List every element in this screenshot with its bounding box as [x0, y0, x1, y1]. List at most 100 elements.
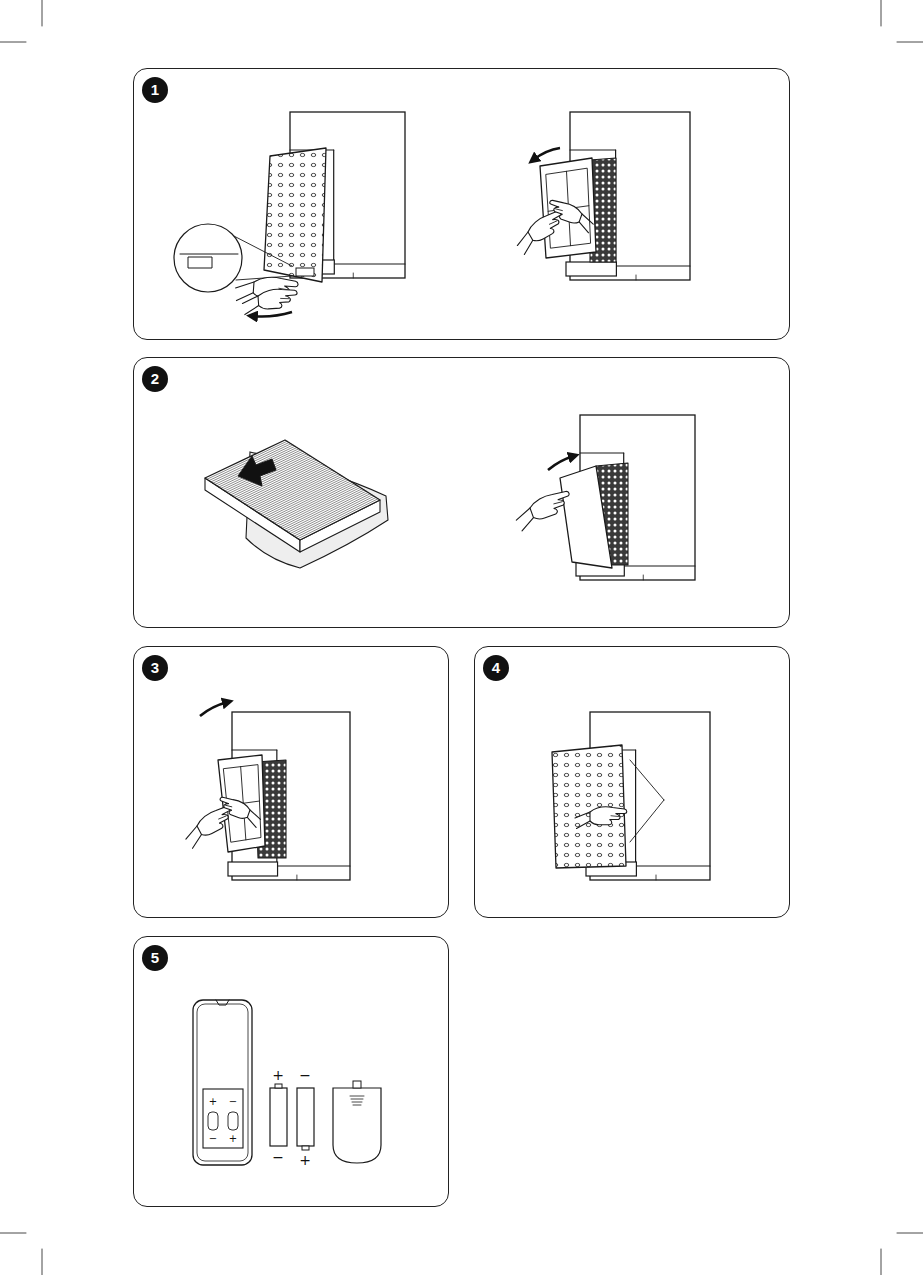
pleat-line [288, 493, 368, 533]
pleat-line [274, 484, 354, 523]
arm-line [514, 508, 532, 520]
pleat-line [296, 498, 376, 538]
step-number: 2 [142, 366, 168, 392]
purifier-foot [228, 862, 278, 876]
polarity-mark: + [271, 1068, 285, 1082]
arm-line [580, 214, 595, 224]
hepa-filter [560, 466, 612, 568]
arm-line [520, 240, 536, 254]
hand-outline [546, 198, 584, 225]
pleat-line [284, 490, 364, 530]
crop-mark [881, 0, 882, 26]
polarity-mark: − [208, 1134, 218, 1144]
finger-line [611, 815, 619, 817]
step-panel: 1 [133, 68, 790, 340]
finger-line [219, 815, 226, 819]
motion-arrow [252, 312, 292, 317]
battery-cell [208, 1112, 218, 1130]
battery-cell [228, 1112, 238, 1130]
battery-cover [333, 1088, 381, 1163]
battery-compartment [203, 1089, 243, 1148]
crop-mark [42, 0, 43, 26]
pleat-line [272, 483, 352, 522]
hepa-filter [205, 440, 380, 540]
battery-terminal [302, 1146, 309, 1150]
polarity-mark: + [228, 1134, 238, 1144]
arm-line [575, 812, 590, 818]
arm-line [183, 826, 200, 839]
step-panel: 2 [133, 357, 790, 628]
grip-line [353, 1105, 361, 1106]
filter-pleats [207, 441, 378, 538]
hand [545, 198, 597, 233]
pleat-line [292, 495, 372, 535]
latch-detail [188, 257, 212, 268]
opening-top [570, 149, 616, 150]
crop-mark [881, 1249, 882, 1275]
pleat-line [286, 491, 366, 531]
step-panel: 4 [474, 646, 790, 918]
base-tick [296, 875, 297, 880]
opening-top [232, 749, 277, 750]
front-cover [264, 148, 326, 282]
hand-outline [216, 795, 251, 820]
hand-outline [590, 807, 627, 825]
crop-mark [897, 1233, 923, 1234]
base-tick [353, 273, 354, 278]
pleat-line [280, 488, 360, 528]
hand-outline [258, 288, 298, 310]
polarity-mark: − [298, 1068, 312, 1082]
prefilter-frame [540, 158, 596, 258]
insert-arrow [238, 456, 276, 486]
magnifier [174, 224, 242, 292]
motion-arrow [200, 702, 228, 716]
crop-mark [42, 1249, 43, 1275]
remote-body [193, 1000, 252, 1165]
leader-line [630, 800, 664, 842]
finger-line [556, 208, 563, 211]
arm-line [242, 296, 258, 304]
opening-top [580, 452, 624, 453]
finger-line [554, 501, 562, 505]
step-number: 3 [142, 655, 168, 681]
grip-line [351, 1099, 363, 1100]
purifier-foot [566, 262, 616, 276]
hand [512, 488, 575, 531]
pleat-line [276, 485, 356, 525]
step-number: 4 [483, 655, 509, 681]
arm-line [189, 834, 205, 848]
arm-line [577, 222, 591, 233]
remote-rim [197, 1004, 248, 1161]
polarity-mark: + [208, 1097, 218, 1107]
arm-line [245, 817, 258, 827]
step-number: 1 [142, 77, 168, 103]
base-tick [656, 875, 657, 880]
hand [575, 807, 627, 829]
polarity-mark: − [271, 1150, 285, 1164]
finger-line [549, 220, 556, 225]
base-tick [636, 275, 637, 280]
arm-line [519, 518, 536, 531]
pleat-line [294, 496, 374, 536]
arm-line [248, 810, 262, 819]
motion-arrow [548, 456, 574, 470]
crop-mark [0, 1233, 26, 1234]
crop-mark [0, 42, 26, 43]
hand-outline [528, 488, 574, 521]
latch [296, 268, 314, 276]
arm-line [236, 281, 254, 289]
arm-line [577, 821, 591, 829]
grip-line [352, 1102, 362, 1103]
crop-mark [897, 42, 923, 43]
front-cover [552, 745, 626, 868]
leader-line [630, 760, 664, 800]
polarity-mark: − [228, 1097, 238, 1107]
finger-line [225, 805, 231, 808]
pleat-line [290, 494, 370, 534]
step-number: 5 [142, 945, 168, 971]
pleat-line [282, 489, 362, 529]
battery-terminal [275, 1084, 282, 1088]
arm-line [236, 292, 253, 302]
base-tick [643, 575, 644, 580]
